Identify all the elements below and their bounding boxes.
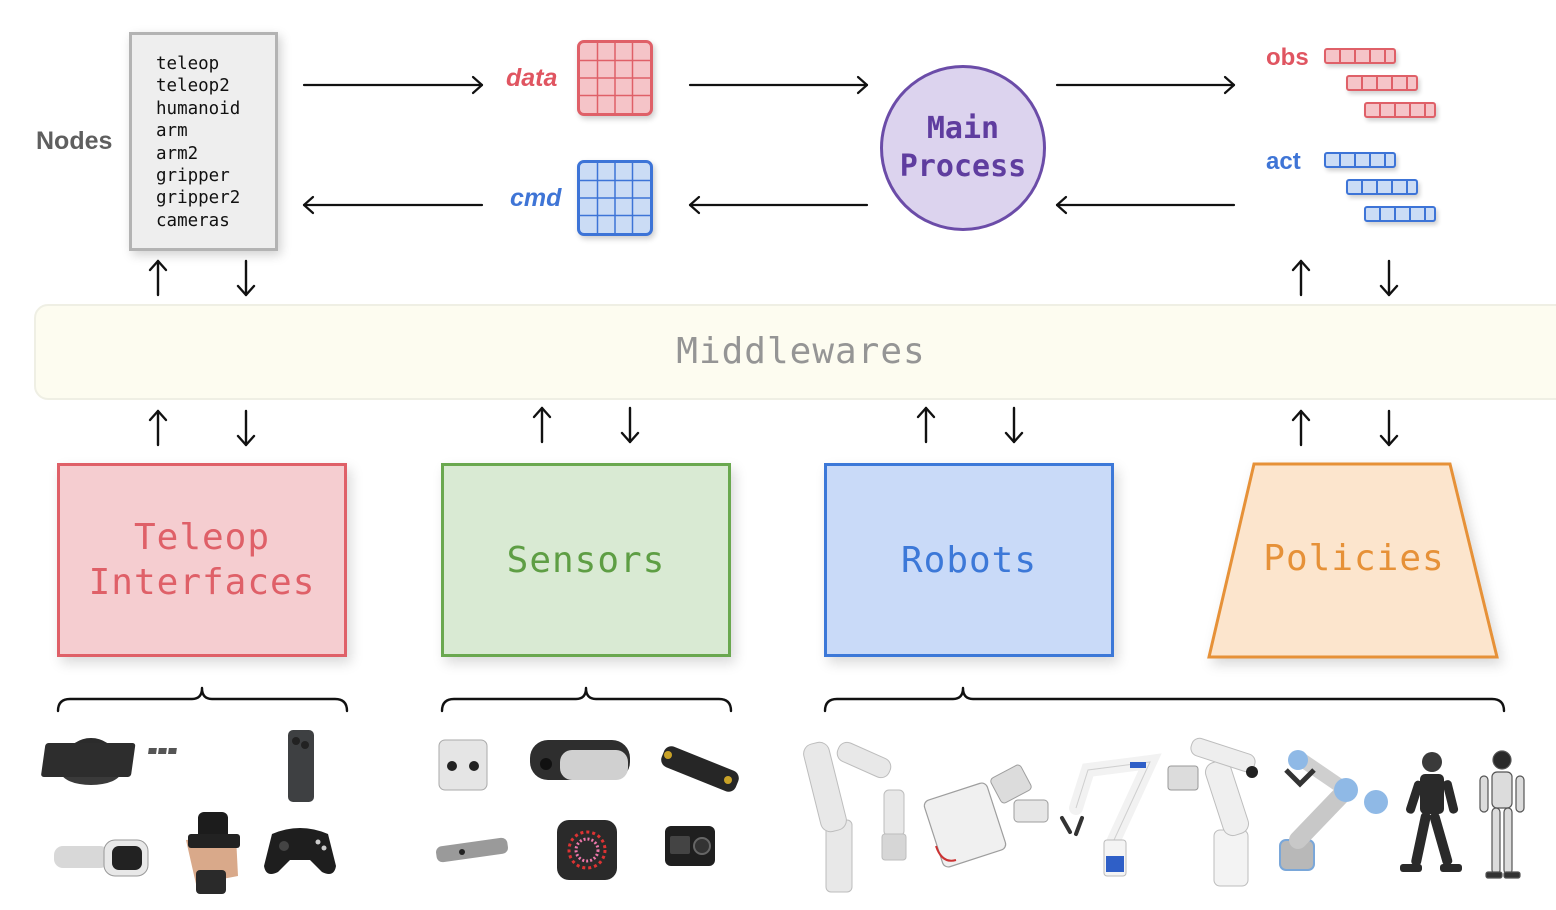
node-item: arm2 (156, 143, 199, 164)
arrow-up (148, 409, 168, 447)
kinova-arm-icon (1060, 753, 1162, 877)
data-label: data (506, 64, 558, 92)
xarm-icon (803, 741, 907, 893)
nodes-list: teleop teleop2 humanoid arm arm2 gripper… (156, 53, 240, 232)
act-buffer-bar (1324, 152, 1396, 168)
act-label: act (1266, 148, 1301, 175)
arrow-act-to-main (1055, 195, 1236, 215)
arrow-up (1291, 259, 1311, 297)
arrow-down (236, 409, 256, 447)
zed-camera-icon (661, 746, 739, 792)
main-process-line1: Main (926, 111, 1000, 146)
cmd-label: cmd (510, 184, 562, 212)
node-item: gripper2 (156, 188, 241, 209)
nodes-box: teleop teleop2 humanoid arm arm2 gripper… (129, 32, 278, 251)
vr-headset-icon (54, 839, 149, 877)
nodes-label: Nodes (36, 127, 113, 155)
act-buffer-bar (1364, 206, 1436, 222)
arrow-down (236, 259, 256, 297)
arrow-down (620, 406, 640, 444)
node-item: humanoid (156, 98, 241, 119)
sensors-box: Sensors (441, 463, 731, 657)
teleop-line1: Teleop (133, 517, 271, 558)
arrow-main-to-cmd (688, 195, 869, 215)
obs-buffer-bar (1346, 75, 1418, 91)
humanoid-robot-icon (1400, 752, 1462, 872)
obs-label: obs (1266, 44, 1309, 71)
arrow-up (148, 259, 168, 297)
sensors-brace (440, 686, 733, 713)
teleop-brace (56, 686, 349, 713)
realsense-camera-icon (436, 837, 508, 863)
depth-camera-icon (530, 740, 630, 780)
middleware-label: Middlewares (676, 331, 926, 372)
tactile-sensor-icon (557, 820, 617, 880)
cmd-grid-icon (577, 160, 653, 236)
arrow-down (1379, 409, 1399, 447)
phone-icon (288, 730, 314, 802)
main-process-node: Main Process (880, 65, 1046, 231)
node-item: teleop2 (156, 76, 230, 97)
exoskeleton-glove-icon (186, 812, 240, 894)
data-grid-icon (577, 40, 653, 116)
arrow-up (532, 406, 552, 444)
action-camera-icon (665, 826, 715, 866)
policies-trapezoid (1207, 462, 1499, 659)
middleware-band (34, 304, 1556, 400)
humanoid-robot-2-icon (1479, 750, 1525, 879)
sensors-label: Sensors (506, 539, 666, 581)
arrow-up (916, 406, 936, 444)
arrow-up (1291, 409, 1311, 447)
arrow-main-to-obs (1055, 75, 1236, 95)
stereo-camera-icon (438, 739, 488, 791)
act-buffer-bar (1346, 179, 1418, 195)
main-process-line2: Process (899, 149, 1027, 184)
node-item: teleop (156, 54, 220, 74)
policies-label: Policies (1263, 538, 1445, 579)
arrow-down (1004, 406, 1024, 444)
node-item: cameras (156, 210, 230, 231)
robots-label: Robots (900, 539, 1038, 581)
gamepad-icon (264, 828, 336, 874)
teleop-interfaces-box: Teleop Interfaces (57, 463, 347, 657)
obs-buffer-bar (1324, 48, 1396, 64)
robots-brace (823, 686, 1506, 713)
node-item: arm (156, 121, 188, 142)
arrow-down (1379, 259, 1399, 297)
arrow-data-to-main (688, 75, 869, 95)
arrow-cmd-to-nodes (302, 195, 484, 215)
teleop-line2: Interfaces (88, 562, 316, 603)
gripper-arm-icon (923, 764, 1049, 868)
obs-buffer-bar (1364, 102, 1436, 118)
node-item: gripper (156, 166, 230, 187)
franka-arm-icon (1167, 737, 1258, 887)
ur-arm-icon (1279, 750, 1388, 871)
robots-box: Robots (824, 463, 1114, 657)
keyboard-icon (41, 743, 177, 777)
arrow-nodes-to-data (302, 75, 484, 95)
